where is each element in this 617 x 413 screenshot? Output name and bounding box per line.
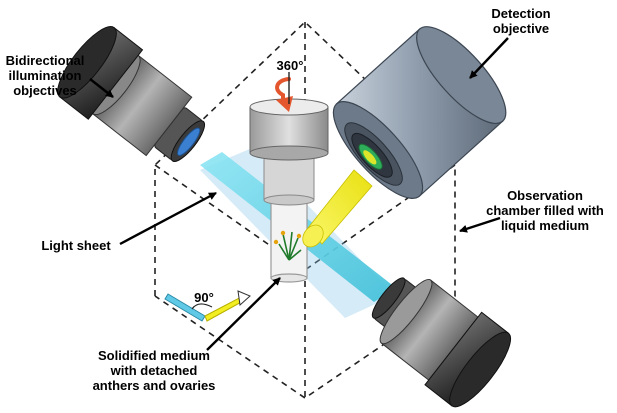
detection-objective-label: Detection objective	[491, 6, 551, 36]
rotation-arrow-icon	[275, 72, 293, 112]
flower-sample	[273, 230, 302, 261]
sample-capillary	[270, 197, 308, 283]
rotation-label: 360°	[276, 58, 304, 73]
angle-label: 90°	[194, 290, 214, 305]
left-illumination-objective	[57, 26, 206, 162]
right-illumination-objective	[371, 277, 511, 408]
sample-holder	[249, 98, 329, 206]
detection-objective	[332, 26, 507, 199]
observation-chamber	[154, 20, 456, 399]
angle-indicator-icon	[164, 290, 251, 322]
light-sheet-label: Light sheet	[41, 238, 111, 253]
sample-label: Solidified medium with detached anthers …	[92, 348, 216, 393]
callout-lines	[89, 37, 509, 351]
bidirectional-objectives-label: Bidirectional illumination objectives	[5, 53, 85, 98]
observation-chamber-label: Observation chamber filled with liquid m…	[486, 188, 604, 233]
